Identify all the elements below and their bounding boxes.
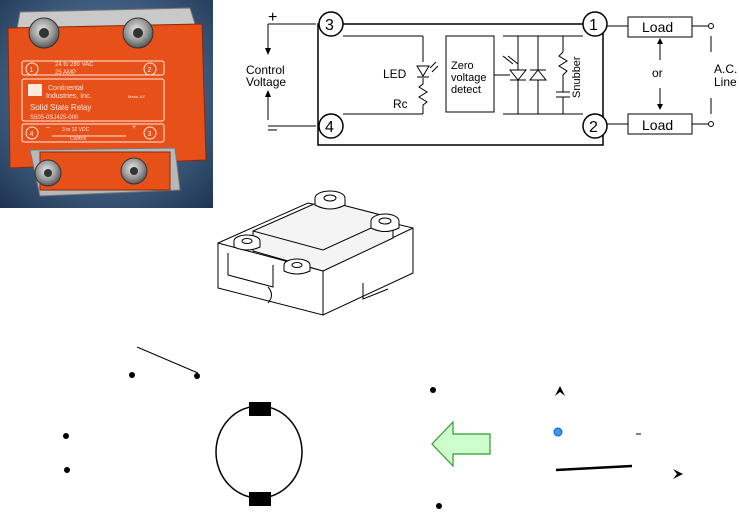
svg-text:4: 4 [325, 119, 334, 136]
load-top-label: Load [642, 19, 673, 35]
zero-voltage-label-2: voltage [451, 72, 486, 84]
zero-voltage-detect-block [445, 35, 495, 113]
relay-isometric-drawing [217, 190, 414, 316]
triac-symbol [494, 36, 548, 114]
snubber-network [556, 36, 570, 114]
photo-relay-type: Solid State Relay [30, 103, 91, 112]
photo-voltage-rating: 24 to 280 VAC [55, 62, 94, 68]
svg-text:1: 1 [589, 17, 598, 34]
svg-text:3: 3 [325, 17, 334, 34]
load-top [627, 16, 693, 38]
photo-brand-line2: Industries, Inc. [46, 93, 92, 100]
iso-terminal-right [370, 213, 400, 232]
iso-left-tab [227, 253, 274, 288]
small-arrow-right [673, 469, 683, 479]
svg-text:2: 2 [589, 119, 598, 136]
green-left-arrow [431, 420, 491, 468]
motor-symbol [215, 402, 303, 506]
photo-part-number: S505-0SJ425-000 [30, 115, 79, 121]
photo-control-range: 3 to 32 VDC [62, 127, 90, 133]
iso-terminal-back [314, 190, 346, 210]
brand-logo [28, 84, 42, 96]
control-voltage-label-2: Voltage [246, 75, 286, 89]
photo-control-label: Control [70, 136, 86, 142]
zero-voltage-label-1: Zero [451, 60, 474, 72]
terminal-4: 4 [318, 113, 344, 139]
relay-photo: 1 24 to 280 VAC 25 AMP 2 Continental Ind… [0, 0, 213, 208]
snubber-label: Snubber [571, 56, 583, 98]
arrow-up-head [265, 48, 271, 55]
or-arrow-up [657, 38, 663, 44]
rc-label: Rc [393, 97, 408, 111]
control-voltage-label-1: Control [246, 63, 285, 77]
resistor-rc [418, 78, 428, 106]
ssr-schematic: + – Control Voltage 3 4 1 2 [246, 9, 737, 146]
photo-terminal-3: 3 [148, 131, 152, 138]
or-arrow-down [657, 104, 663, 110]
photo-plus: + [132, 124, 136, 131]
photo-minus: – [46, 124, 50, 131]
photo-terminal-1: 1 [30, 67, 34, 74]
schematic-plus: + [268, 9, 277, 26]
screw-bottom-right [120, 157, 148, 185]
photo-brand-line1: Continental [48, 85, 84, 92]
arrow-down-head [265, 90, 271, 97]
zero-voltage-label-3: detect [451, 84, 481, 96]
load-bottom [627, 113, 693, 135]
switch-contact-right [194, 373, 200, 379]
led-symbol [416, 61, 439, 78]
relay-enclosure [317, 23, 604, 146]
iso-terminal-left [233, 234, 261, 251]
screw-bottom-left [34, 159, 62, 187]
load-bottom-label: Load [642, 117, 673, 133]
iso-terminal-front [283, 258, 311, 275]
blue-terminal-dot [553, 427, 563, 437]
relay-body-lower [39, 151, 171, 191]
ac-line-label-1: A.C. [714, 62, 737, 76]
screw-top-right [122, 17, 154, 49]
ac-line-label-2: Line [714, 75, 737, 89]
photo-terminal-2: 2 [148, 67, 152, 74]
motor-brush-bottom [249, 492, 271, 506]
terminal-dot-upper [63, 433, 69, 439]
photo-terminal-4: 4 [30, 131, 34, 138]
terminal-dot-lower [64, 467, 70, 473]
screw-top-left [28, 17, 60, 49]
switch-contact-left [129, 372, 135, 378]
led-label: LED [383, 67, 407, 81]
iso-right-tab [362, 283, 389, 300]
photo-amp-rating: 25 AMP [55, 70, 76, 76]
motor-brush-top [249, 402, 271, 416]
switch-blade [136, 346, 199, 374]
contact-bar [555, 464, 633, 472]
terminal-dot-right-top [430, 387, 436, 393]
terminal-dot-right-bottom [436, 503, 442, 509]
terminal-2: 2 [582, 113, 608, 139]
photo-brand-small: Mesa, AZ [128, 94, 145, 99]
terminal-1: 1 [582, 11, 608, 37]
small-arrow-up [555, 386, 565, 396]
schematic-minus: – [268, 121, 277, 138]
circuit-elements [63, 346, 683, 509]
terminal-3: 3 [318, 11, 344, 37]
or-label: or [652, 66, 663, 80]
